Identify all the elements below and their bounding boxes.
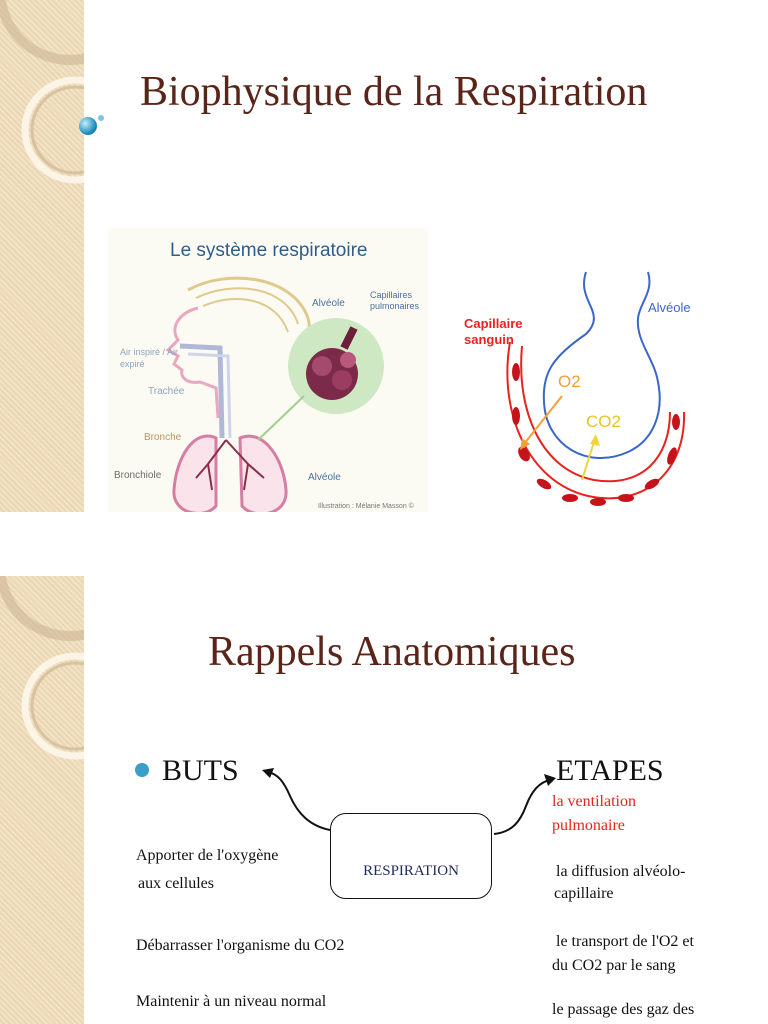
- etapes-item-3-line-2: du CO2 par le sang: [552, 957, 676, 974]
- arrows: [262, 768, 556, 835]
- decorative-sidebar: [0, 0, 84, 512]
- label-bronche: Bronche: [144, 432, 182, 443]
- buts-item-4: Maintenir à un niveau normal: [136, 993, 327, 1010]
- buts-item-2: aux cellules: [138, 875, 214, 892]
- label-capillaire-2: sanguin: [464, 332, 514, 347]
- respiration-label: RESPIRATION: [363, 863, 459, 879]
- etapes-heading: ETAPES: [556, 754, 664, 787]
- label-alveole-bottom: Alvéole: [308, 472, 341, 483]
- etapes-item-1-line-1: la ventilation: [552, 793, 636, 810]
- decorative-circles: [0, 0, 84, 184]
- label-capillaire-1: Capillaire: [464, 316, 523, 331]
- bead-icon: [79, 115, 104, 135]
- etapes-item-3-line-1: le transport de l'O2 et: [556, 933, 694, 950]
- label-air: Air inspiré / Air expiré: [120, 347, 179, 369]
- etapes-item-4-line-1: le passage des gaz des: [552, 1001, 695, 1018]
- slide-gap: [0, 512, 768, 576]
- buts-item-1: Apporter de l'oxygène: [136, 847, 279, 864]
- image-credit: Illustration : Mélanie Masson © RespiFIL: [318, 503, 414, 510]
- image-heading: Le système respiratoire: [170, 240, 368, 261]
- label-bronchiole: Bronchiole: [114, 470, 162, 481]
- label-trachee: Trachée: [148, 386, 185, 397]
- decorative-sidebar: [0, 576, 84, 1024]
- decorative-circles: [0, 576, 84, 760]
- etapes-item-1-line-2: pulmonaire: [552, 817, 625, 834]
- label-capillaires: Capillaires pulmonaires: [370, 290, 420, 311]
- slide-1: Biophysique de la Respiration Le système…: [0, 0, 698, 512]
- respiration-box: RESPIRATION: [330, 813, 492, 899]
- etapes-item-2-line-1: la diffusion alvéolo-: [556, 863, 686, 880]
- label-alveole: Alvéole: [648, 300, 691, 315]
- section-title: Rappels Anatomiques: [208, 629, 576, 675]
- alveolus-diagram: [506, 271, 686, 506]
- respiratory-system-image: Le système respiratoire Alvéole Cap: [108, 228, 428, 512]
- etapes-item-2-line-2: capillaire: [554, 885, 614, 902]
- buts-heading: BUTS: [162, 754, 239, 787]
- slide-2: Rappels Anatomiques BUTS ETAPES RESPIRAT…: [0, 576, 768, 1024]
- respiratory-diagram: [165, 276, 384, 512]
- label-co2: CO2: [586, 412, 621, 431]
- bullet-icon: [135, 763, 149, 777]
- buts-item-3: Débarrasser l'organisme du CO2: [136, 937, 345, 954]
- page-title: Biophysique de la Respiration: [140, 69, 648, 115]
- label-o2: O2: [558, 372, 581, 391]
- label-alveole-top: Alvéole: [312, 298, 345, 309]
- alveolus-image: Alvéole Capillaire sanguin O2 CO2: [458, 262, 698, 512]
